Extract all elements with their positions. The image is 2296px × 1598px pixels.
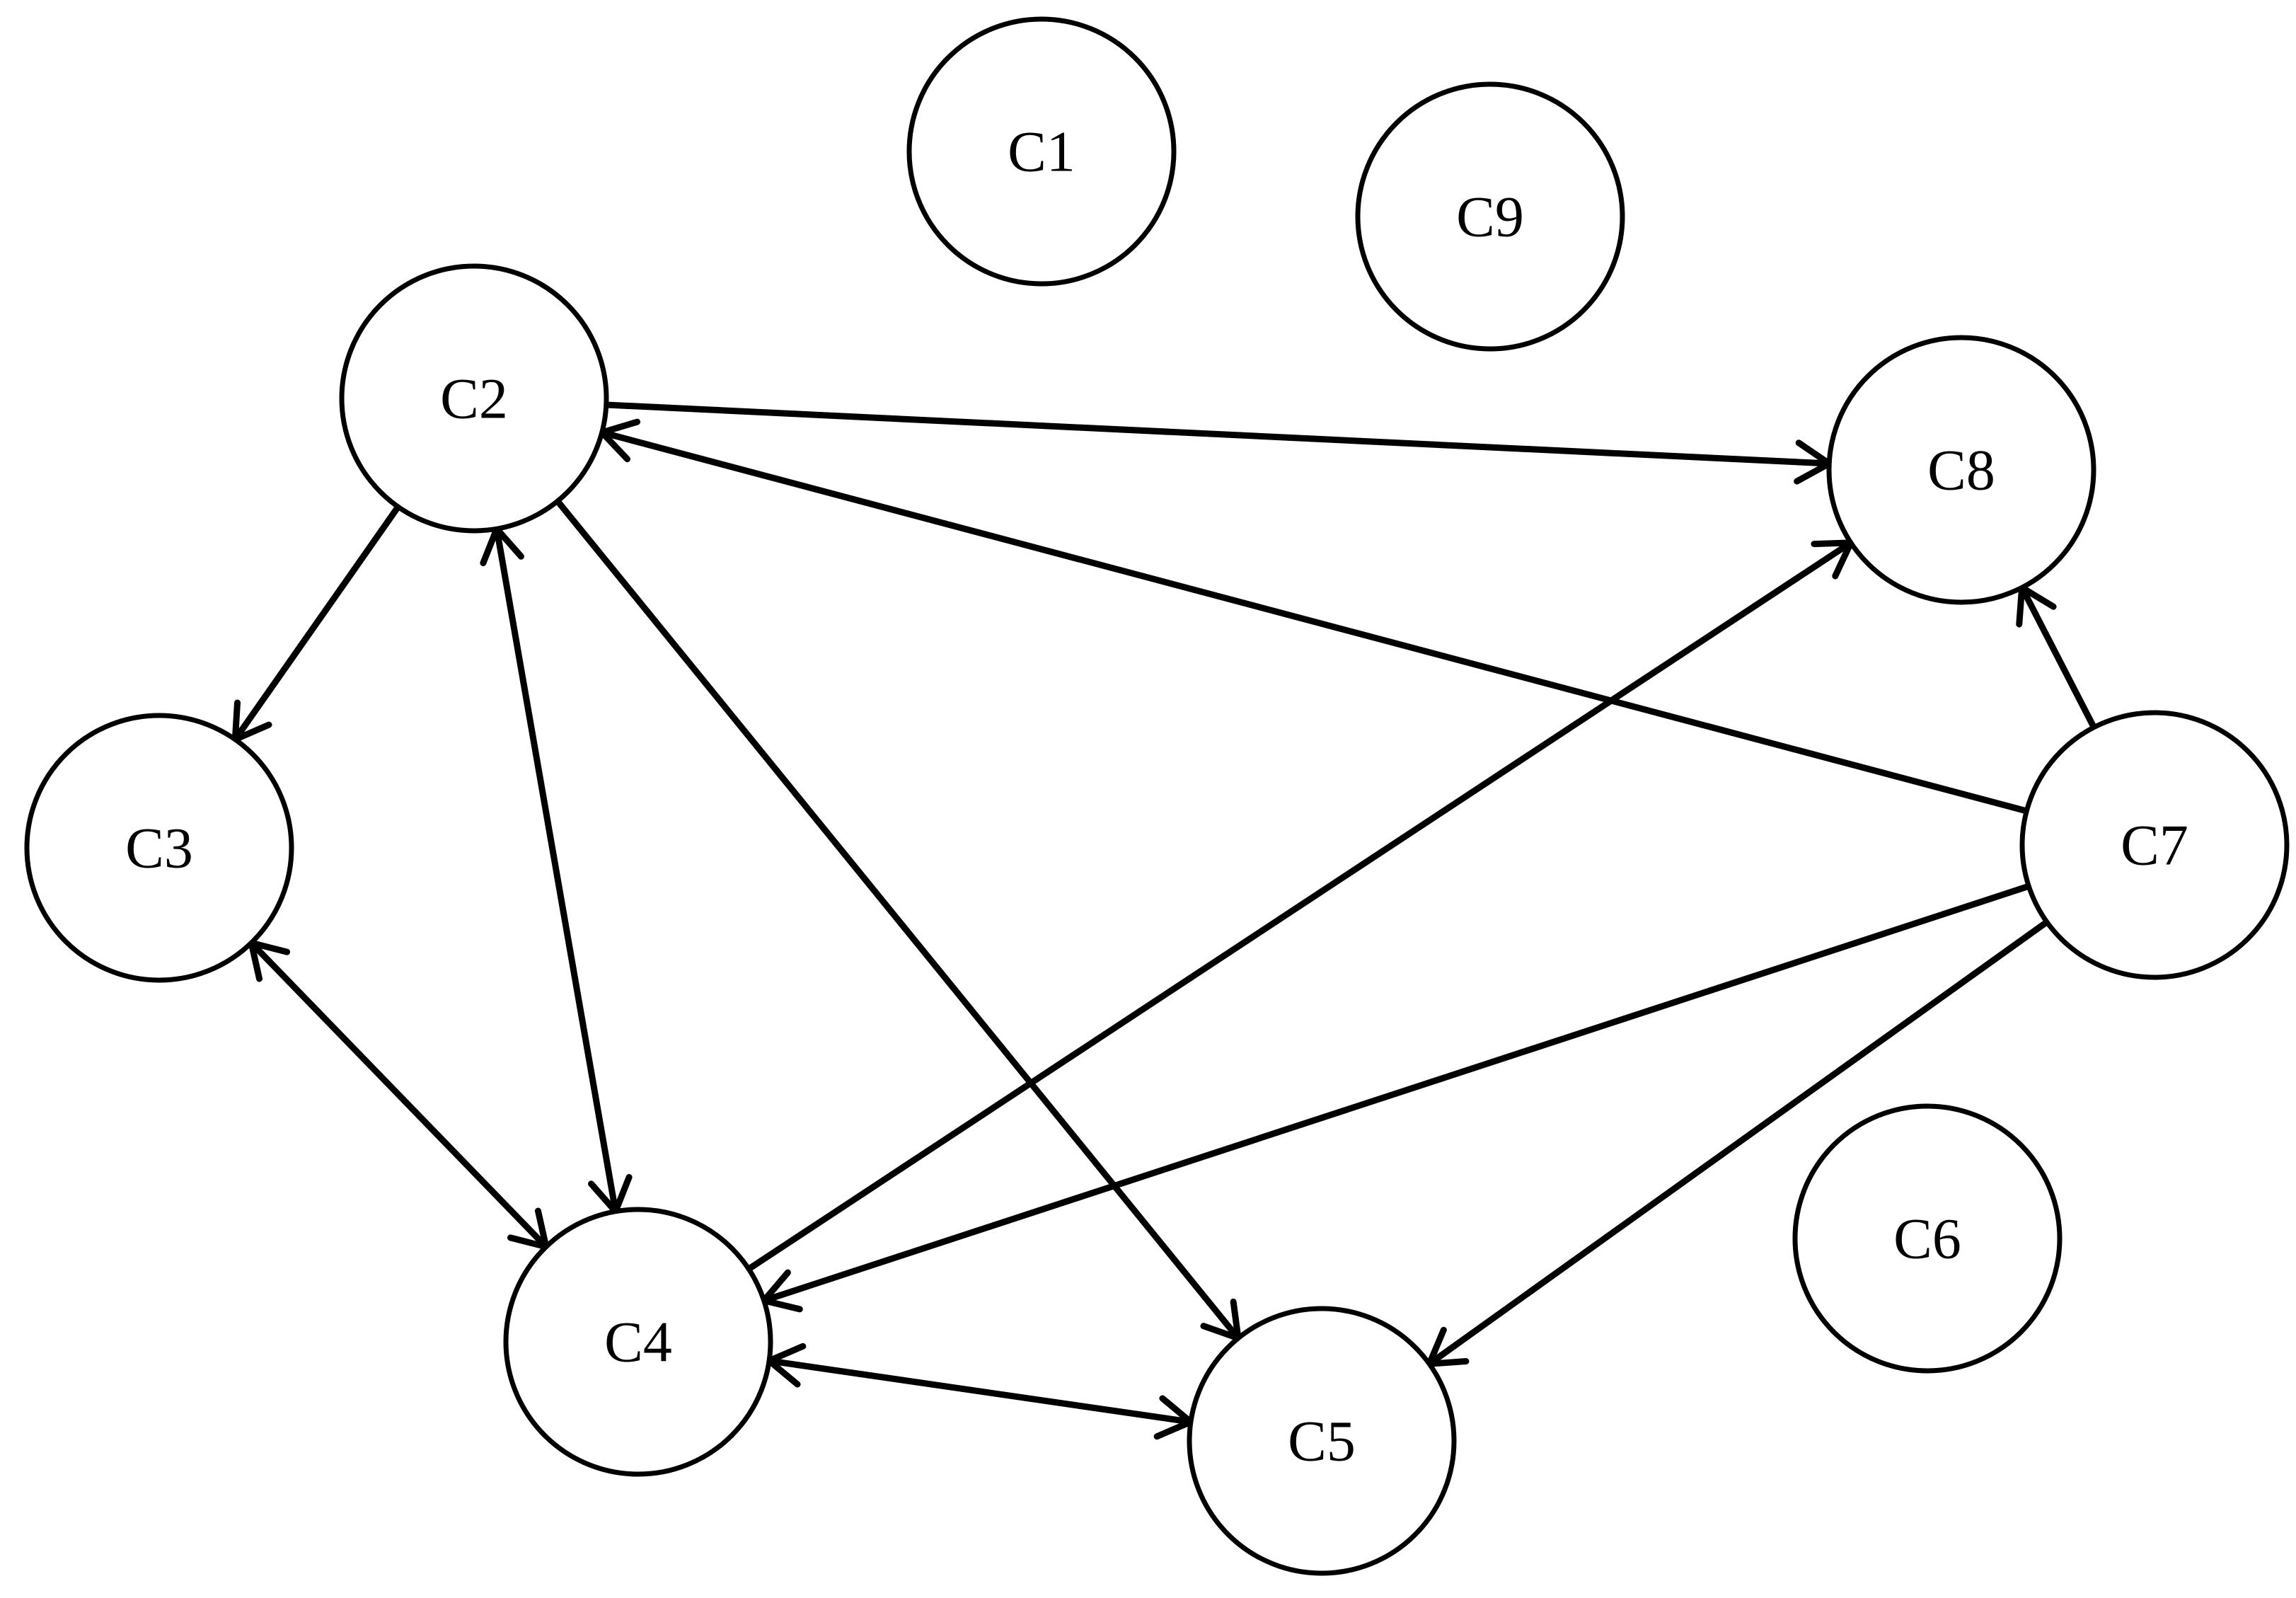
edge-c2-c4-line <box>493 525 619 1215</box>
edge-c7-c5-line <box>1426 919 2050 1367</box>
node-c2-label: C2 <box>440 367 508 431</box>
node-c6-label: C6 <box>1893 1207 1961 1271</box>
edge-c7-c4-line <box>761 883 2032 1304</box>
node-c7-circle <box>2019 710 2290 980</box>
edge-c7-c8-line <box>2019 584 2097 731</box>
edge-c3-c4 <box>248 939 550 1251</box>
edge-c4-c8-arrowhead-end <box>1811 539 1854 580</box>
node-c4-label: C4 <box>604 1310 672 1374</box>
node-c3-circle <box>24 713 294 983</box>
node-c6-circle <box>1792 1103 2063 1374</box>
node-c5-circle <box>1187 1306 1457 1576</box>
edge-c7-c2-line <box>599 429 2030 815</box>
edge-c3-c4-line <box>248 939 550 1251</box>
edge-c4-c8 <box>745 539 1854 1272</box>
edge-c2-c8 <box>603 401 1833 485</box>
node-c5-label: C5 <box>1288 1409 1356 1473</box>
edge-c2-c8-line <box>603 401 1833 467</box>
edge-c2-c3-arrowhead-end <box>231 699 272 743</box>
edge-c2-c3 <box>231 503 402 743</box>
edge-c2-c4 <box>480 525 633 1215</box>
node-c8-circle <box>1826 335 2096 605</box>
node-c1: C1 <box>906 16 1177 287</box>
edge-c4-c5 <box>766 1343 1194 1440</box>
node-c9-label: C9 <box>1456 185 1524 249</box>
node-c7: C7 <box>2019 710 2290 980</box>
node-c5: C5 <box>1187 1306 1457 1576</box>
node-c2-circle <box>339 263 609 534</box>
edge-c7-c2 <box>599 418 2030 815</box>
node-c8: C8 <box>1826 335 2096 605</box>
node-c7-label: C7 <box>2121 813 2188 878</box>
edge-c2-c5-line <box>554 498 1242 1342</box>
node-c3-label: C3 <box>125 816 193 880</box>
edge-c7-c8 <box>2016 584 2097 731</box>
node-c1-circle <box>906 16 1177 287</box>
node-c9-circle <box>1355 81 1625 352</box>
node-c3: C3 <box>24 713 294 983</box>
edge-c2-c3-line <box>231 503 402 743</box>
node-c2: C2 <box>339 263 609 534</box>
node-c4-circle <box>503 1207 773 1477</box>
node-c1-label: C1 <box>1008 120 1075 184</box>
node-c4: C4 <box>503 1207 773 1477</box>
node-c9: C9 <box>1355 81 1625 352</box>
node-c8-label: C8 <box>1927 438 1995 502</box>
edge-c4-c8-line <box>745 539 1854 1272</box>
node-c6: C6 <box>1792 1103 2063 1374</box>
edge-c4-c5-line <box>766 1357 1194 1425</box>
